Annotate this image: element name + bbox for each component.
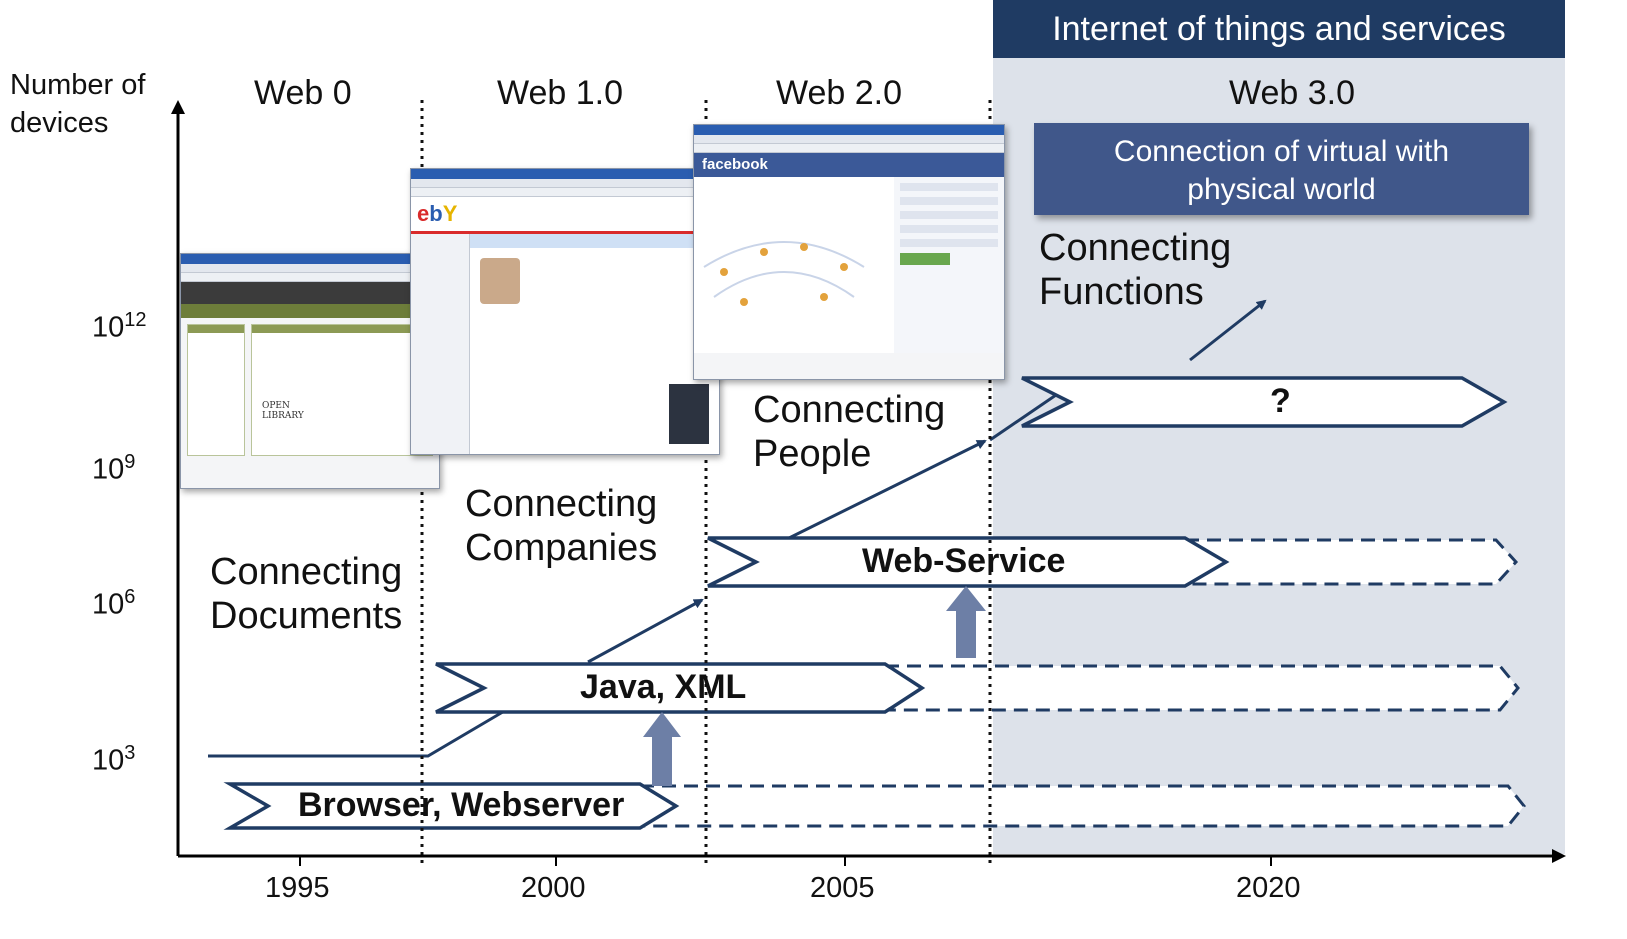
- era-web1: Web 1.0: [497, 74, 624, 112]
- y-axis-title-line2: devices: [10, 107, 109, 139]
- facebook-logo: facebook: [702, 156, 768, 173]
- x-tick-2020: 2020: [1236, 872, 1301, 904]
- y-axis-title: Number of devices: [10, 66, 145, 142]
- future-technology-label: ?: [1270, 382, 1291, 420]
- facebook-world-graphic: [703, 241, 865, 306]
- virtual-physical-line1: Connection of virtual with: [1113, 135, 1450, 168]
- virtual-physical-line2: physical world: [1187, 173, 1376, 206]
- connecting-people: Connecting People: [753, 389, 946, 475]
- x-tick-2000: 2000: [521, 872, 586, 904]
- future-chevron: [1021, 376, 1508, 428]
- java-extension-dashed: [885, 664, 1520, 712]
- connecting-functions: Connecting Functions: [1039, 227, 1232, 313]
- webservice-extension-dashed: [1185, 538, 1519, 586]
- java-chevron: [435, 662, 926, 714]
- webservice-chevron: [707, 536, 1230, 588]
- browser-extension-dashed: [640, 784, 1526, 828]
- browser-chevron: [223, 782, 680, 830]
- connecting-documents: Connecting Documents: [210, 551, 403, 637]
- iot-banner-title: Internet of things and services: [1052, 10, 1506, 48]
- ebay-screenshot: ebY: [410, 168, 720, 455]
- connecting-companies: Connecting Companies: [465, 483, 658, 569]
- era-web3: Web 3.0: [1229, 74, 1356, 112]
- device-growth-line: [208, 691, 536, 758]
- virtual-physical-box: Connection of virtual with physical worl…: [1034, 123, 1529, 215]
- y-tick-1e12: 1012: [92, 309, 147, 344]
- era-web0: Web 0: [254, 74, 352, 112]
- iot-banner: Internet of things and services: [993, 0, 1565, 58]
- y-axis-title-line1: Number of: [10, 69, 146, 101]
- era-web2: Web 2.0: [776, 74, 903, 112]
- ebay-logo: ebY: [417, 201, 458, 226]
- x-tick-2005: 2005: [810, 872, 875, 904]
- x-tick-1995: 1995: [265, 872, 330, 904]
- browser-webserver-label: Browser, Webserver: [298, 786, 625, 824]
- up-arrow-webservice: [946, 586, 986, 658]
- y-tick-1e6: 106: [92, 586, 136, 621]
- y-tick-1e3: 103: [92, 742, 136, 777]
- y-tick-1e9: 109: [92, 451, 136, 486]
- java-xml-label: Java, XML: [580, 668, 747, 706]
- up-arrow-java: [643, 712, 681, 786]
- facebook-screenshot: facebook: [693, 124, 1005, 380]
- web-service-label: Web-Service: [862, 542, 1066, 580]
